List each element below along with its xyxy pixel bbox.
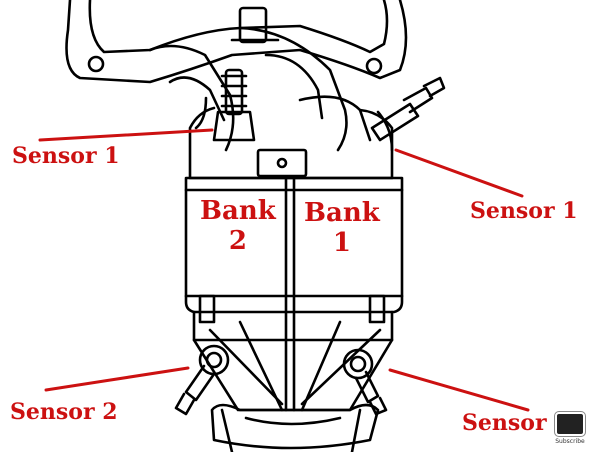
flange-bolt-left [87,55,105,73]
leader-sensor2-left [44,366,190,392]
channel-logo-icon [555,412,585,436]
manifold-flange-inner [88,0,389,54]
bank-divider [284,176,296,314]
manifold-pipe-right [238,26,348,152]
flange-bolt-right [365,57,383,75]
label-sensor1-left: Sensor 1 [12,143,120,169]
manifold-flange [65,0,408,84]
label-sensor2-left: Sensor 2 [10,399,118,425]
body-tab-right [368,294,386,324]
manifold-pipe-right-c [298,95,372,142]
o2-sensor-lower-right-boss [342,348,374,380]
body-tab-left [198,294,216,324]
o2-sensor-upper-left [224,68,244,116]
leader-sensor2-right [388,368,530,412]
outlet-flange [220,408,362,452]
o2-sensor-lower-right [354,370,380,404]
manifold-pipe-left [148,44,235,152]
leader-sensor1-left [38,128,214,142]
subscribe-text: Subscribe [555,438,585,445]
o2-sensor-lower-left [184,364,216,402]
o2-sensor-upper-right [370,102,420,142]
subscribe-badge[interactable]: Subscribe [552,412,588,450]
leader-sensor1-right [394,148,524,198]
label-sensor1-right: Sensor 1 [470,198,578,224]
manifold-pipe-left-b [168,76,226,122]
converter-body [184,176,404,314]
top-clamp [238,6,268,44]
center-bracket [256,148,308,178]
manifold-pipe-right-b [264,53,324,120]
label-bank1: Bank 1 [304,198,380,258]
label-bank2: Bank 2 [200,196,276,256]
label-sensor2-right: Sensor [462,410,547,436]
